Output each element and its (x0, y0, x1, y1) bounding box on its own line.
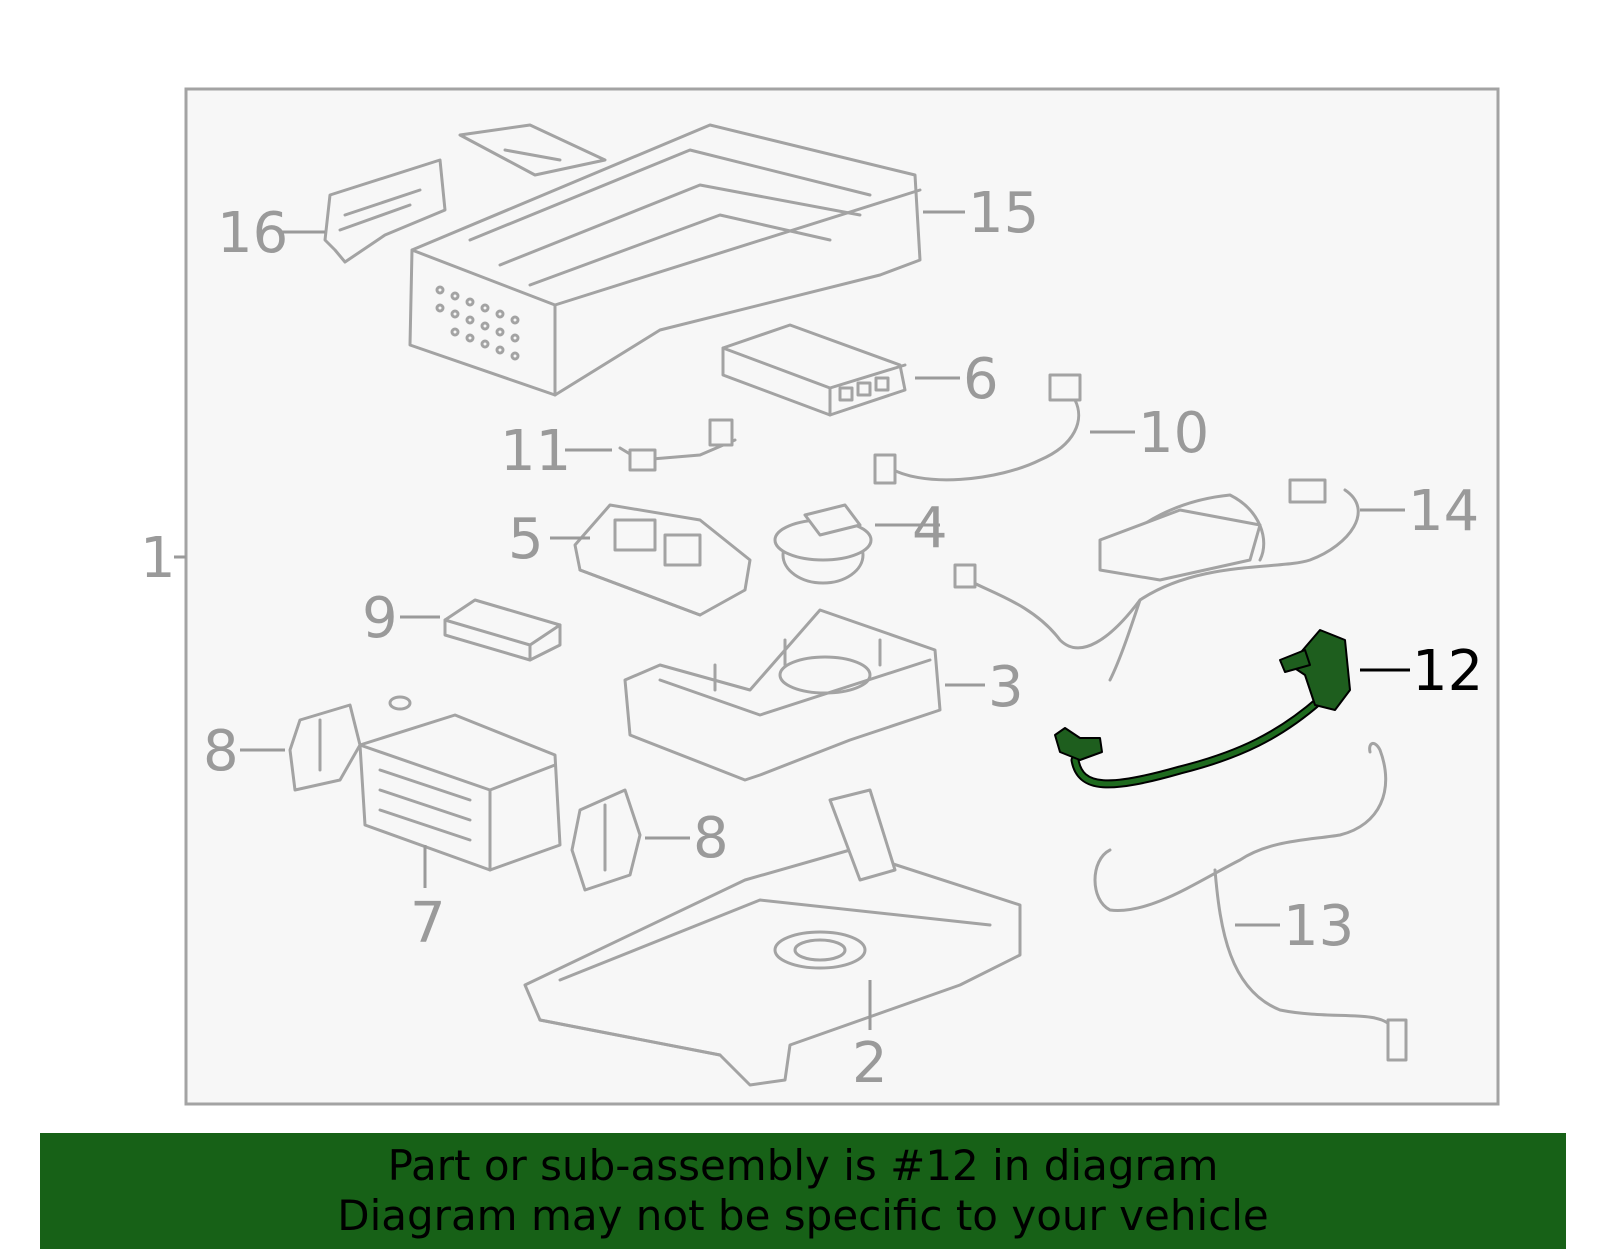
part-2-base-frame[interactable] (523, 788, 1022, 1087)
part-15-battery-cover[interactable] (408, 123, 922, 397)
callout-14: 14 (1408, 479, 1479, 544)
part-16-bracket[interactable] (323, 158, 447, 264)
part-6-control-module[interactable] (721, 323, 907, 417)
callout-15: 15 (968, 181, 1039, 246)
part-9-module[interactable] (443, 598, 562, 662)
callout-9: 9 (362, 586, 398, 651)
part-8-bracket-left[interactable] (288, 703, 362, 792)
part-11-harness[interactable] (618, 418, 737, 472)
info-banner: Part or sub-assembly is #12 in diagram D… (40, 1133, 1566, 1249)
banner-line-1: Part or sub-assembly is #12 in diagram (387, 1141, 1219, 1190)
callout-5: 5 (508, 507, 544, 572)
callout-12: 12 (1412, 639, 1483, 704)
part-7-battery-module[interactable] (358, 695, 562, 872)
banner-line-2: Diagram may not be specific to your vehi… (337, 1191, 1269, 1240)
part-5-relay-assembly[interactable] (573, 503, 752, 617)
callout-11: 11 (500, 419, 571, 484)
part-8-bracket-right[interactable] (570, 788, 642, 892)
callout-16: 16 (217, 201, 288, 266)
callout-13: 13 (1283, 894, 1354, 959)
callout-8b: 8 (693, 806, 729, 871)
part-3-tray[interactable] (623, 608, 942, 782)
part-10-cable[interactable] (873, 373, 1082, 485)
part-4-blower-fan[interactable] (773, 503, 873, 585)
callout-4: 4 (912, 496, 948, 561)
part-13-harness[interactable] (1093, 742, 1408, 1062)
callout-2: 2 (852, 1031, 888, 1096)
part-15-vent-holes (435, 285, 520, 361)
callout-6: 6 (963, 347, 999, 412)
callout-8a: 8 (203, 719, 239, 784)
leader-lines (174, 210, 1410, 1030)
callout-3: 3 (988, 655, 1024, 720)
part-14-harness[interactable] (953, 478, 1360, 682)
callout-10: 10 (1138, 401, 1209, 466)
callout-7: 7 (410, 891, 446, 956)
callout-1: 1 (140, 526, 176, 591)
part-12-harness-highlighted[interactable] (1054, 629, 1351, 789)
